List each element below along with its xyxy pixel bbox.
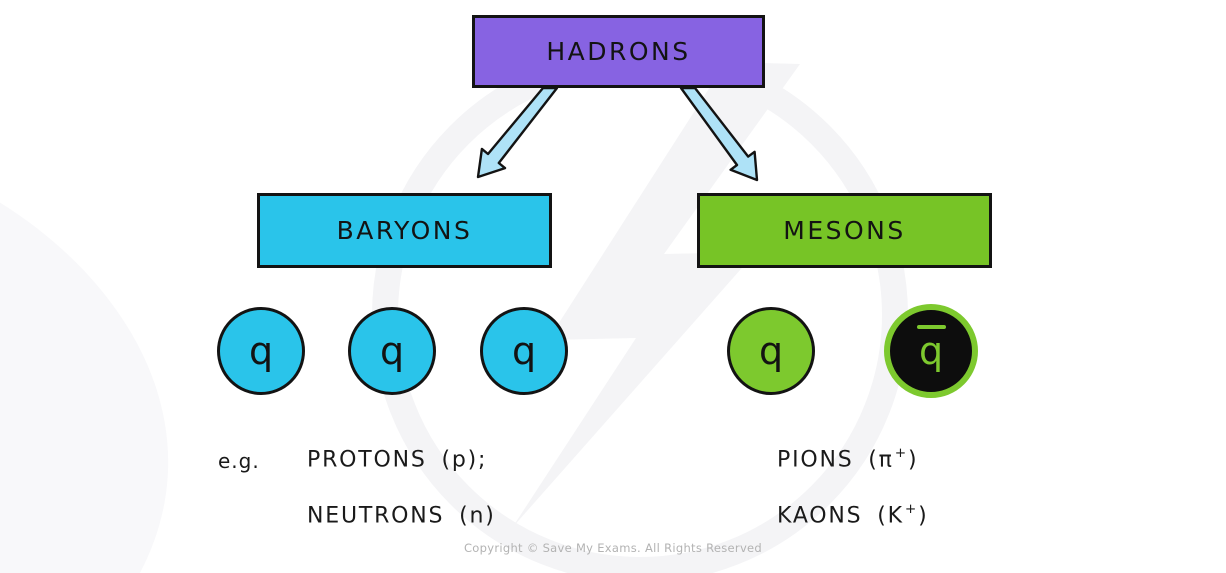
quark-symbol: q xyxy=(511,329,537,373)
antiquark-symbol: q xyxy=(916,325,947,370)
arrow-to-baryons-icon xyxy=(476,86,559,179)
quark-symbol: q xyxy=(248,329,274,373)
hadrons-label: HADRONS xyxy=(546,37,691,66)
baryon-example-neutrons: NEUTRONS (n) xyxy=(307,503,496,529)
quark-symbol: q xyxy=(758,329,784,373)
baryons-box: BARYONS xyxy=(257,193,552,268)
baryons-label: BARYONS xyxy=(336,216,473,245)
mesons-label: MESONS xyxy=(783,216,906,245)
baryon-example-protons: PROTONS (p); xyxy=(307,447,488,473)
arrow-to-mesons-icon xyxy=(679,86,759,182)
hadrons-box: HADRONS xyxy=(472,15,765,88)
meson-quark-circle: q xyxy=(727,307,815,395)
baryon-quark-circle-2: q xyxy=(348,307,436,395)
antiquark-bar-icon xyxy=(916,325,947,329)
meson-example-kaons: KAONS (K+) xyxy=(777,500,929,529)
meson-antiquark-circle: q xyxy=(884,304,978,398)
mesons-box: MESONS xyxy=(697,193,992,268)
baryon-quark-circle-3: q xyxy=(480,307,568,395)
copyright-text: Copyright © Save My Exams. All Rights Re… xyxy=(463,541,763,555)
quark-symbol: q xyxy=(379,329,405,373)
baryon-quark-circle-1: q xyxy=(217,307,305,395)
examples-prefix: e.g. xyxy=(218,449,260,473)
meson-example-pions: PIONS (π+) xyxy=(777,444,919,473)
